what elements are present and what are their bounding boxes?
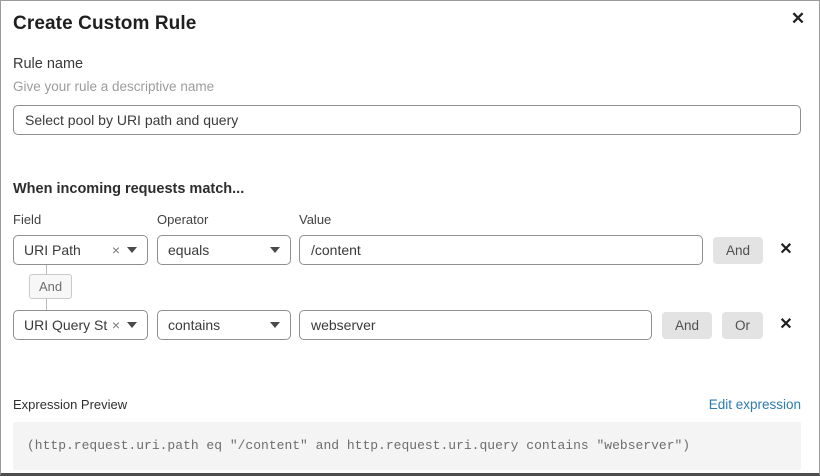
chevron-down-icon [127,322,137,328]
connector-line-top [46,265,47,274]
rule-name-label: Rule name [13,56,84,72]
connector-and-badge[interactable]: And [29,274,73,299]
delete-row-icon[interactable]: ✕ [779,241,793,258]
field-column-label: Field [13,212,42,227]
value-input-2[interactable] [299,310,652,340]
chevron-down-icon [270,322,280,328]
chevron-down-icon [270,247,280,253]
operator-select-2-value: contains [168,317,221,333]
close-icon[interactable]: ✕ [787,8,809,30]
and-button-2[interactable]: And [661,311,712,339]
chevron-down-icon [127,247,137,253]
page-title: Create Custom Rule [13,13,197,34]
column-headers: Field Operator Value [13,212,801,227]
value-column-label: Value [299,212,332,227]
condition-row-1: URI Path × equals And ✕ [13,235,801,265]
row-connector: And [18,265,78,310]
and-button-1[interactable]: And [712,236,763,264]
condition-row-2: URI Query St... × contains And Or ✕ [13,310,801,340]
field-select-1-value: URI Path [24,242,81,258]
rule-name-input[interactable] [13,105,801,135]
operator-select-1-value: equals [168,242,210,258]
edit-expression-link[interactable]: Edit expression [708,397,801,412]
match-heading: When incoming requests match... [13,181,245,197]
field-select-2[interactable]: URI Query St... × [13,310,148,340]
operator-select-2[interactable]: contains [157,310,291,340]
value-input-1[interactable] [299,235,703,265]
rule-name-helper: Give your rule a descriptive name [13,79,215,94]
expression-preview-label: Expression Preview [13,397,128,412]
field-select-1[interactable]: URI Path × [13,235,148,265]
delete-row-icon[interactable]: ✕ [779,316,793,333]
or-button-2[interactable]: Or [722,311,763,339]
expression-code-block: (http.request.uri.path eq "/content" and… [13,422,801,470]
connector-line-bottom [46,299,47,310]
field-select-2-value: URI Query St... [24,317,108,333]
clear-field-icon[interactable]: × [111,242,120,258]
clear-field-icon[interactable]: × [111,317,120,333]
operator-select-1[interactable]: equals [157,235,291,265]
expression-header: Expression Preview Edit expression [13,397,801,412]
operator-column-label: Operator [157,212,209,227]
